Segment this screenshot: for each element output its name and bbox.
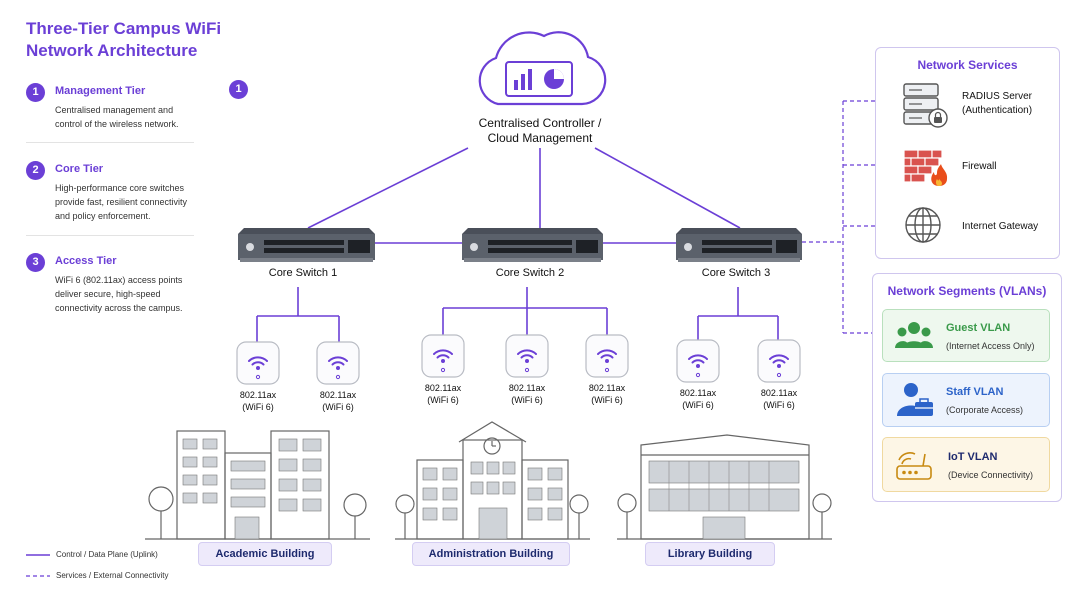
- server-lock-icon: [903, 83, 948, 128]
- access-point: [676, 339, 720, 383]
- vlan-card-guest: Guest VLAN (Internet Access Only): [882, 309, 1050, 362]
- service-radius-name: RADIUS Server: [962, 91, 1033, 102]
- service-firewall-name: Firewall: [962, 161, 997, 172]
- vlan-iot-name: IoT VLAN: [948, 451, 998, 463]
- core-switch-2-icon: [462, 228, 603, 262]
- tier-description: Centralised management and control of th…: [55, 105, 179, 129]
- tier-badge: 1: [229, 80, 248, 99]
- access-point-label: 802.11ax (WiFi 6): [577, 382, 637, 406]
- vlan-staff-name: Staff VLAN: [946, 386, 1004, 398]
- vlan-guest-name: Guest VLAN: [946, 322, 1011, 334]
- users-icon: [895, 322, 933, 348]
- access-point-generation: (WiFi 6): [591, 395, 623, 405]
- vlan-staff-desc: (Corporate Access): [946, 405, 1024, 415]
- legend-dashed-label: Services / External Connectivity: [56, 571, 169, 580]
- tier-title: Core Tier: [55, 163, 104, 175]
- access-point-standard: 802.11ax: [588, 383, 626, 393]
- access-point-label: 802.11ax (WiFi 6): [749, 387, 809, 411]
- divider: [26, 142, 194, 143]
- wifi-icon: [316, 341, 360, 385]
- access-point-label: 802.11ax (WiFi 6): [413, 382, 473, 406]
- access-point-generation: (WiFi 6): [427, 395, 459, 405]
- access-point-standard: 802.11ax: [508, 383, 546, 393]
- access-point-standard: 802.11ax: [319, 390, 357, 400]
- tier-description: WiFi 6 (802.11ax) access points deliver …: [55, 275, 183, 313]
- access-point-standard: 802.11ax: [679, 388, 717, 398]
- core-switch-3-icon: [676, 228, 802, 262]
- access-point-label: 802.11ax (WiFi 6): [308, 389, 368, 413]
- wifi-icon: [676, 339, 720, 383]
- access-point-generation: (WiFi 6): [242, 402, 274, 412]
- core-switch-3-label: Core Switch 3: [701, 267, 771, 279]
- tier-title: Management Tier: [55, 85, 146, 97]
- wifi-icon: [236, 341, 280, 385]
- access-point-label: 802.11ax (WiFi 6): [668, 387, 728, 411]
- cloud-icon: [478, 31, 607, 106]
- access-point: [585, 334, 629, 378]
- access-point-generation: (WiFi 6): [682, 400, 714, 410]
- globe-icon: [905, 207, 941, 243]
- building-label-library: Library Building: [645, 542, 775, 566]
- wifi-icon: [505, 334, 549, 378]
- wifi-icon: [585, 334, 629, 378]
- controller-label: Centralised Controller / Cloud Managemen…: [440, 116, 640, 146]
- wifi-icon: [421, 334, 465, 378]
- core-switch-1-icon: [238, 228, 375, 262]
- controller-label-line2: Cloud Management: [487, 131, 593, 145]
- access-point-standard: 802.11ax: [760, 388, 798, 398]
- access-point-generation: (WiFi 6): [763, 400, 795, 410]
- vlan-card-iot: IoT VLAN (Device Connectivity): [882, 437, 1050, 492]
- access-point-generation: (WiFi 6): [322, 402, 354, 412]
- vlan-guest-desc: (Internet Access Only): [946, 341, 1035, 351]
- tier-number: 1: [26, 83, 45, 102]
- vlan-iot-desc: (Device Connectivity): [948, 470, 1034, 480]
- tier-number: 2: [26, 161, 45, 180]
- network-services-title: Network Services: [917, 58, 1018, 72]
- core-switch-1-label: Core Switch 1: [268, 267, 338, 279]
- access-point-generation: (WiFi 6): [511, 395, 543, 405]
- tier-core: 2 Core Tier High-performance core switch…: [26, 161, 196, 223]
- tier-description: High-performance core switches provide f…: [55, 183, 188, 221]
- staff-briefcase-icon: [897, 383, 933, 416]
- access-point-standard: 802.11ax: [424, 383, 462, 393]
- firewall-icon: [903, 149, 948, 186]
- access-point: [236, 341, 280, 385]
- access-point: [505, 334, 549, 378]
- vlan-panel-title: Network Segments (VLANs): [887, 284, 1047, 298]
- vlan-card-staff: Staff VLAN (Corporate Access): [882, 373, 1050, 427]
- access-point-standard: 802.11ax: [239, 390, 277, 400]
- tier-access: 3 Access Tier WiFi 6 (802.11ax) access p…: [26, 253, 196, 315]
- access-point-label: 802.11ax (WiFi 6): [497, 382, 557, 406]
- tier-management: 1 Management Tier Centralised management…: [26, 83, 196, 133]
- access-point: [421, 334, 465, 378]
- building-label-academic: Academic Building: [198, 542, 332, 566]
- access-point: [757, 339, 801, 383]
- core-switch-2-label: Core Switch 2: [495, 267, 565, 279]
- access-point: [316, 341, 360, 385]
- iot-router-icon: [896, 452, 932, 480]
- building-label-administration: Administration Building: [412, 542, 570, 566]
- legend-solid-label: Control / Data Plane (Uplink): [56, 550, 158, 559]
- tier-title: Access Tier: [55, 255, 117, 267]
- page-title: Three-Tier Campus WiFi Network Architect…: [26, 19, 222, 60]
- controller-label-line1: Centralised Controller /: [478, 116, 602, 130]
- service-radius-sub: (Authentication): [962, 105, 1033, 116]
- library-building-icon: [617, 434, 832, 540]
- divider: [26, 235, 194, 236]
- access-point-label: 802.11ax (WiFi 6): [228, 389, 288, 413]
- service-gateway-name: Internet Gateway: [962, 221, 1039, 232]
- administration-building-icon: [395, 421, 590, 540]
- academic-building-icon: [145, 430, 370, 540]
- wifi-icon: [757, 339, 801, 383]
- tier-number: 3: [26, 253, 45, 272]
